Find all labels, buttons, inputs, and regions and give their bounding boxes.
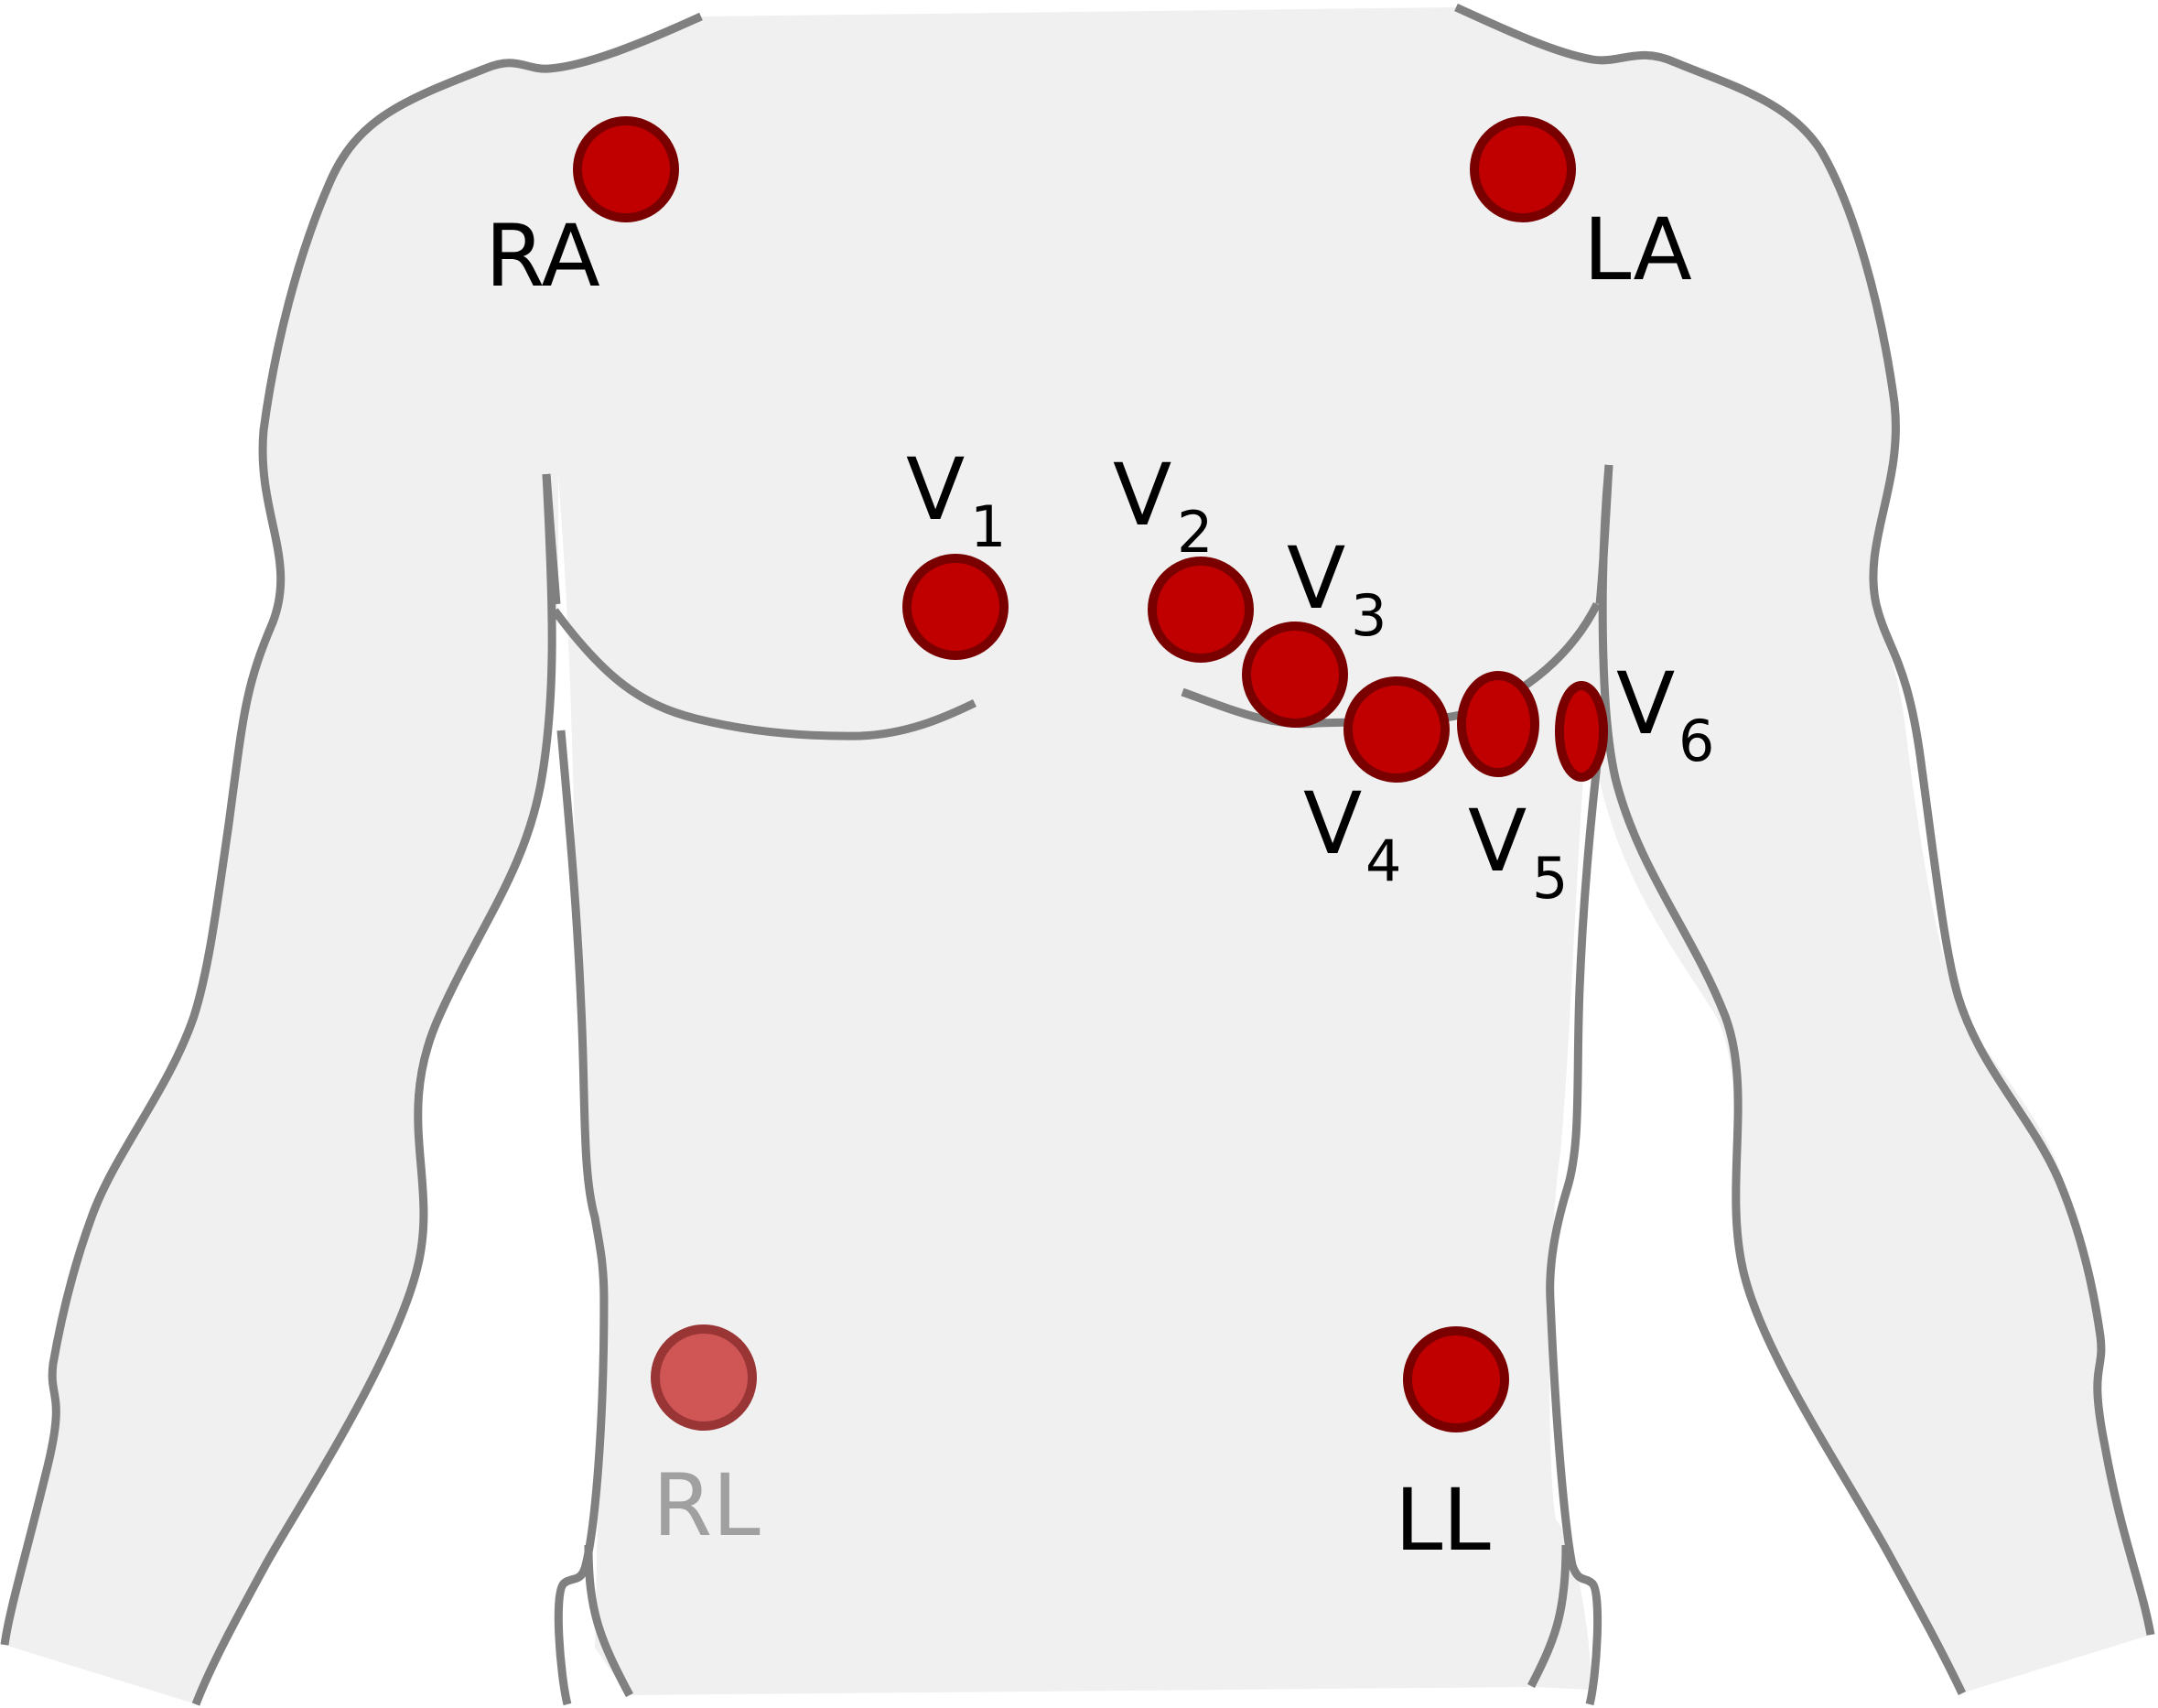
electrode-rl — [651, 1324, 757, 1431]
right-hip-crease — [584, 1544, 633, 1698]
label-v5: V — [1468, 792, 1527, 892]
electrodes — [573, 116, 1608, 1432]
electrode-labels: RA LA V 1 V 2 V 3 V 4 V 5 V 6 RL LL — [485, 200, 1714, 1571]
label-la: LA — [1583, 200, 1692, 300]
label-v3: V — [1287, 529, 1345, 629]
electrode-v4 — [1343, 676, 1450, 783]
electrode-v3 — [1242, 622, 1348, 728]
left-armpit-line — [1595, 464, 1613, 605]
label-v3-sub: 3 — [1351, 582, 1387, 649]
label-v5-sub: 5 — [1532, 845, 1568, 912]
label-rl: RL — [653, 1456, 761, 1556]
left-hip-crease — [1527, 1544, 1570, 1689]
label-v6: V — [1616, 654, 1675, 754]
label-ra: RA — [485, 207, 600, 307]
right-pectoral-line — [551, 608, 976, 740]
electrode-ll — [1403, 1326, 1509, 1432]
right-torso-side-outline — [191, 473, 556, 1706]
right-shoulder-arm-outline — [0, 12, 703, 1646]
right-armpit-line — [542, 473, 561, 605]
right-ribcage-line — [554, 730, 609, 1706]
electrode-v5 — [1457, 671, 1539, 777]
left-ribcage-line — [1546, 763, 1602, 1706]
electrode-v6 — [1555, 681, 1608, 782]
electrode-la — [1470, 116, 1576, 222]
left-shoulder-arm-outline — [1454, 3, 2155, 1636]
label-ll: LL — [1395, 1471, 1491, 1571]
torso-silhouette — [5, 7, 2151, 1704]
electrode-v1 — [902, 554, 1009, 660]
label-v2-sub: 2 — [1177, 499, 1213, 566]
label-v2: V — [1113, 446, 1171, 546]
left-torso-side-outline — [1598, 464, 1967, 1695]
label-v4: V — [1303, 774, 1362, 874]
label-v6-sub: 6 — [1678, 708, 1714, 774]
label-v1-sub: 1 — [970, 493, 1006, 560]
label-v4-sub: 4 — [1365, 827, 1401, 894]
electrode-v2 — [1148, 557, 1254, 663]
label-v1: V — [906, 440, 965, 540]
electrode-ra — [573, 116, 679, 222]
